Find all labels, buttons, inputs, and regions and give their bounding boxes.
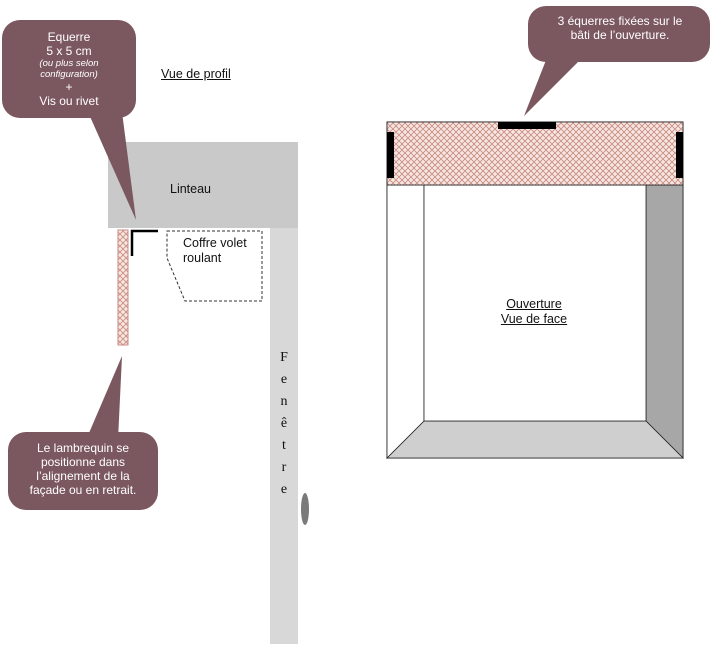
callout-valance-line4: façade ou en retrait.: [29, 483, 137, 497]
callout-front-line2: bâti de l’ouverture.: [570, 28, 670, 42]
callout-bracket-line6: Vis ou rivet: [39, 94, 99, 108]
callout-valance: [8, 356, 158, 510]
bracket-right: [676, 132, 683, 178]
callout-bracket-line1: Equerre: [47, 30, 91, 44]
front-opening: [386, 121, 684, 459]
callout-bracket-line5: +: [65, 80, 73, 94]
window-letter: n: [280, 394, 288, 409]
callout-valance-line1: Le lambrequin se: [36, 441, 130, 455]
side-view-title: Vue de profil: [161, 67, 231, 81]
callout-bracket-text: Equerre 5 x 5 cm (ou plus selon configur…: [4, 30, 134, 108]
window-handle: [301, 493, 309, 525]
window-label: F e n ê t r e: [274, 347, 294, 501]
bracket-left: [387, 132, 394, 178]
bracket-top: [498, 122, 556, 129]
callout-bracket-line2: 5 x 5 cm: [46, 44, 92, 58]
callout-bracket-line3: (ou plus selon: [39, 58, 99, 69]
valance-front: [386, 121, 684, 186]
callout-valance-line3: l’alignement de la: [36, 469, 130, 483]
window-letter: e: [280, 482, 288, 497]
callout-bracket: [2, 20, 136, 220]
callout-valance-text: Le lambrequin se positionne dans l’align…: [10, 441, 156, 497]
shutter-box-line1: Coffre volet: [183, 236, 247, 250]
front-view-label: Ouverture Vue de face: [474, 297, 594, 327]
callout-front: [524, 6, 710, 116]
callout-bracket-line4: configuration): [40, 69, 98, 80]
window-letter: F: [280, 350, 288, 365]
callout-valance-line2: positionne dans: [40, 455, 126, 469]
front-view-line1: Ouverture: [506, 297, 562, 311]
callout-front-line1: 3 équerres fixées sur le: [557, 14, 683, 28]
valance-profile: [117, 229, 129, 346]
window-letter: t: [282, 438, 286, 453]
window-letter: r: [281, 460, 287, 475]
shutter-box-label: Coffre volet roulant: [183, 236, 247, 266]
window-letter: ê: [280, 416, 288, 431]
bracket-profile: [130, 229, 158, 256]
window-letter: e: [280, 372, 288, 387]
callout-front-text: 3 équerres fixées sur le bâti de l’ouver…: [532, 14, 708, 42]
front-view-line2: Vue de face: [500, 312, 568, 326]
lintel-label: Linteau: [170, 182, 212, 196]
lintel-block: [108, 142, 298, 228]
shutter-box-line2: roulant: [183, 251, 222, 265]
